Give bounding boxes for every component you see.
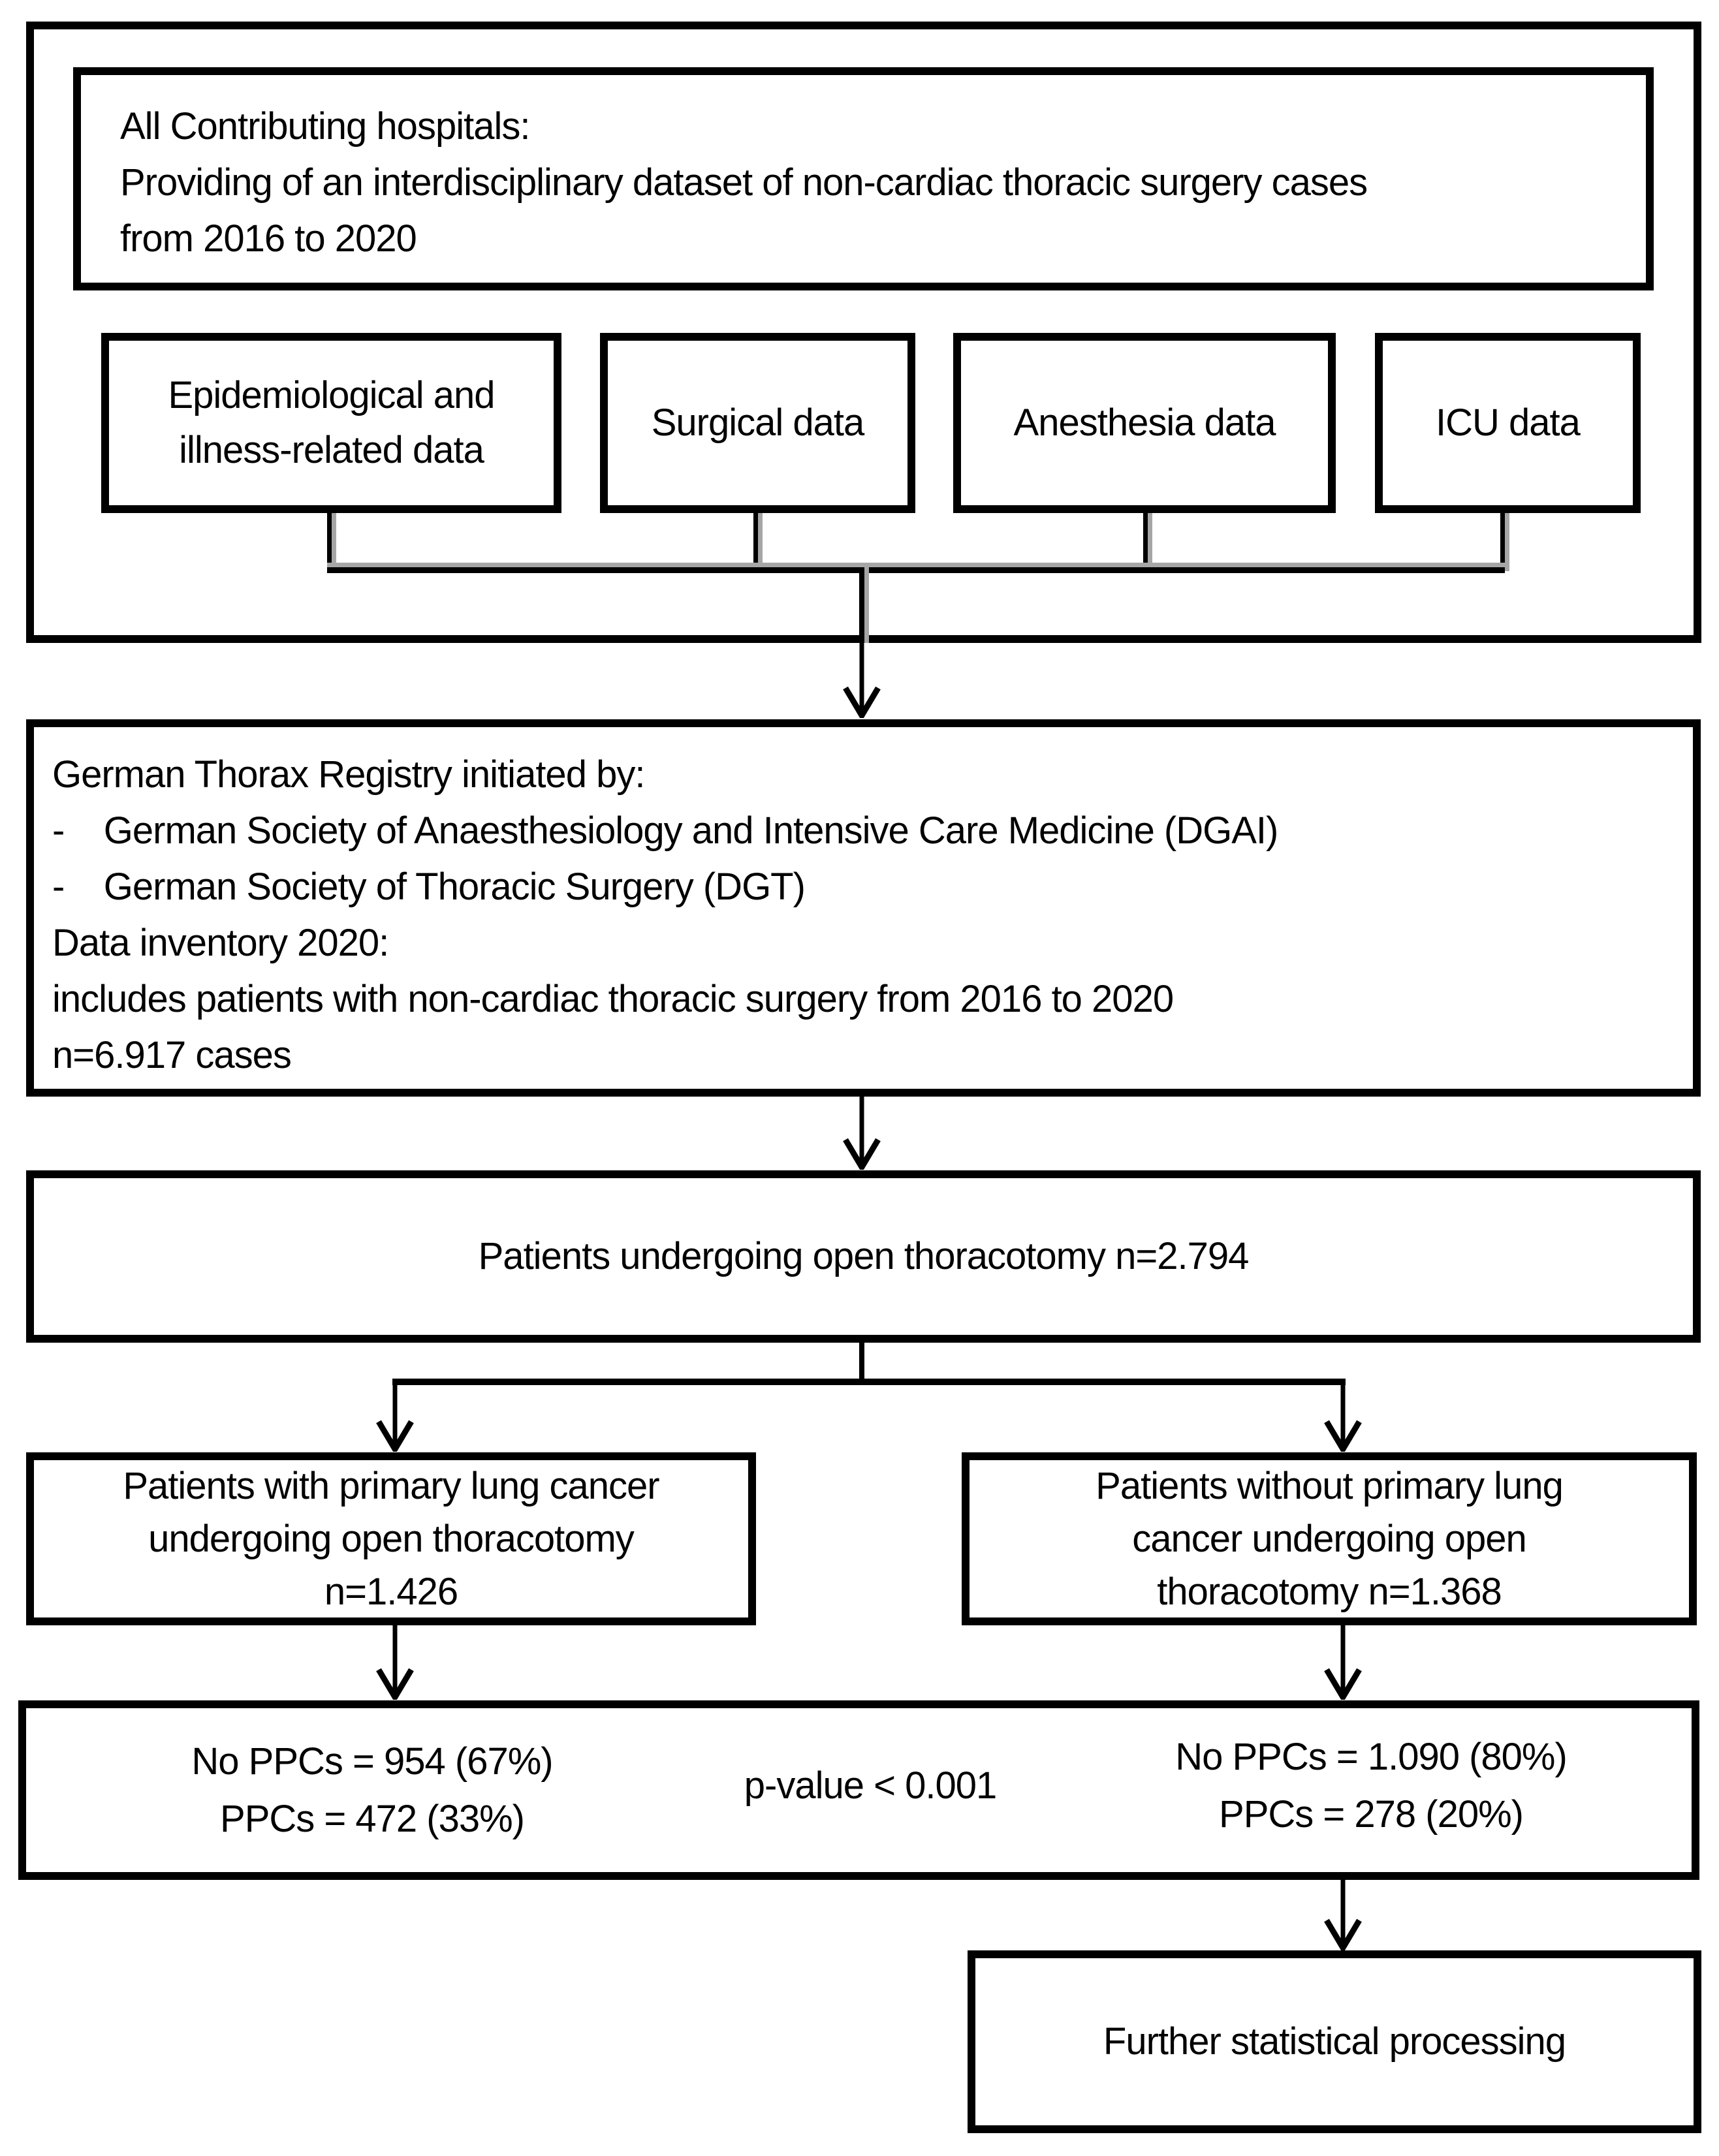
source-box-surgical: Surgical data [600, 333, 915, 513]
arrow-down-icon [1324, 1918, 1362, 1950]
split-bar [392, 1379, 1346, 1385]
source-label: illness-related data [179, 429, 484, 471]
arrow-shaft [1340, 1879, 1346, 1949]
hospitals-box: All Contributing hospitals: Providing of… [73, 67, 1654, 290]
connector-stub-icu [1500, 513, 1505, 571]
thoracotomy-box: Patients undergoing open thoracotomy n=2… [26, 1170, 1701, 1343]
arrow-shaft [392, 1625, 398, 1698]
thoracotomy-label: Patients undergoing open thoracotomy n=2… [478, 1235, 1250, 1277]
arrow-to-further-processing [1323, 1879, 1363, 1950]
arrow-to-thoracotomy [842, 1097, 881, 1170]
outcomes-left-line: No PPCs = 954 (67%) [191, 1740, 553, 1783]
arrow-shaft [1340, 1379, 1346, 1450]
without-cancer-box: Patients without primary lung cancer und… [962, 1452, 1697, 1625]
arrow-down-icon [376, 1668, 414, 1700]
hospitals-line: from 2016 to 2020 [120, 217, 417, 260]
arrow-shaft [392, 1379, 398, 1450]
without-cancer-line: Patients without primary lung [1096, 1465, 1564, 1507]
outcomes-right-line: No PPCs = 1.090 (80%) [1175, 1736, 1568, 1778]
arrow-down-icon [1324, 1420, 1362, 1452]
arrow-without-cancer-to-outcomes [1323, 1625, 1363, 1700]
connector-stub-surgical [753, 513, 758, 571]
outcomes-left-block: No PPCs = 954 (67%) PPCs = 472 (33%) [191, 1733, 553, 1848]
further-processing-label: Further statistical processing [1103, 2020, 1566, 2063]
arrow-shaft [1340, 1625, 1346, 1698]
registry-line: Data inventory 2020: [52, 922, 389, 964]
connector-stub-anesthesia [1143, 513, 1148, 571]
without-cancer-line: cancer undergoing open [1132, 1518, 1527, 1560]
arrow-to-with-cancer [375, 1379, 415, 1452]
arrow-shaft [859, 1097, 864, 1168]
further-processing-box: Further statistical processing [968, 1950, 1701, 2133]
split-center-stub [859, 1343, 864, 1382]
registry-line: includes patients with non-cardiac thora… [52, 978, 1174, 1020]
outcomes-left-line: PPCs = 472 (33%) [220, 1798, 525, 1840]
source-box-icu: ICU data [1375, 333, 1641, 513]
registry-line: n=6.917 cases [52, 1034, 292, 1076]
registry-box: German Thorax Registry initiated by: - G… [26, 719, 1701, 1097]
source-label: Surgical data [651, 401, 865, 444]
hospitals-line: Providing of an interdisciplinary datase… [120, 161, 1368, 204]
source-box-epidemiological: Epidemiological and illness-related data [101, 333, 561, 513]
with-cancer-line: n=1.426 [324, 1570, 458, 1613]
outcomes-box: No PPCs = 954 (67%) PPCs = 472 (33%) p-v… [18, 1700, 1699, 1880]
source-label: Anesthesia data [1013, 401, 1276, 444]
p-value-label: p-value < 0.001 [744, 1764, 997, 1807]
with-cancer-box: Patients with primary lung cancer underg… [26, 1452, 756, 1625]
arrow-shaft [859, 643, 864, 717]
with-cancer-line: undergoing open thoracotomy [148, 1518, 635, 1560]
registry-line: - German Society of Anaesthesiology and … [52, 809, 1278, 852]
connector-stub-epidemiological [327, 513, 332, 571]
arrow-down-icon [843, 1138, 881, 1170]
arrow-down-icon [843, 686, 881, 718]
source-box-anesthesia: Anesthesia data [953, 333, 1336, 513]
arrow-with-cancer-to-outcomes [375, 1625, 415, 1700]
arrow-down-icon [376, 1420, 414, 1452]
with-cancer-line: Patients with primary lung cancer [123, 1465, 659, 1507]
source-label: ICU data [1436, 401, 1581, 444]
outcomes-right-block: No PPCs = 1.090 (80%) PPCs = 278 (20%) [1175, 1728, 1568, 1843]
outcomes-right-line: PPCs = 278 (20%) [1219, 1793, 1524, 1836]
registry-line: - German Society of Thoracic Surgery (DG… [52, 866, 806, 908]
arrow-to-without-cancer [1323, 1379, 1363, 1452]
arrow-down-icon [1324, 1668, 1362, 1700]
hospitals-line: All Contributing hospitals: [120, 105, 530, 148]
connector-center-drop [859, 567, 864, 643]
source-label: Epidemiological and [168, 374, 495, 416]
registry-line: German Thorax Registry initiated by: [52, 753, 645, 796]
arrow-to-registry [842, 643, 881, 718]
connector-collect-bar [327, 567, 1505, 573]
without-cancer-line: thoracotomy n=1.368 [1157, 1570, 1502, 1613]
